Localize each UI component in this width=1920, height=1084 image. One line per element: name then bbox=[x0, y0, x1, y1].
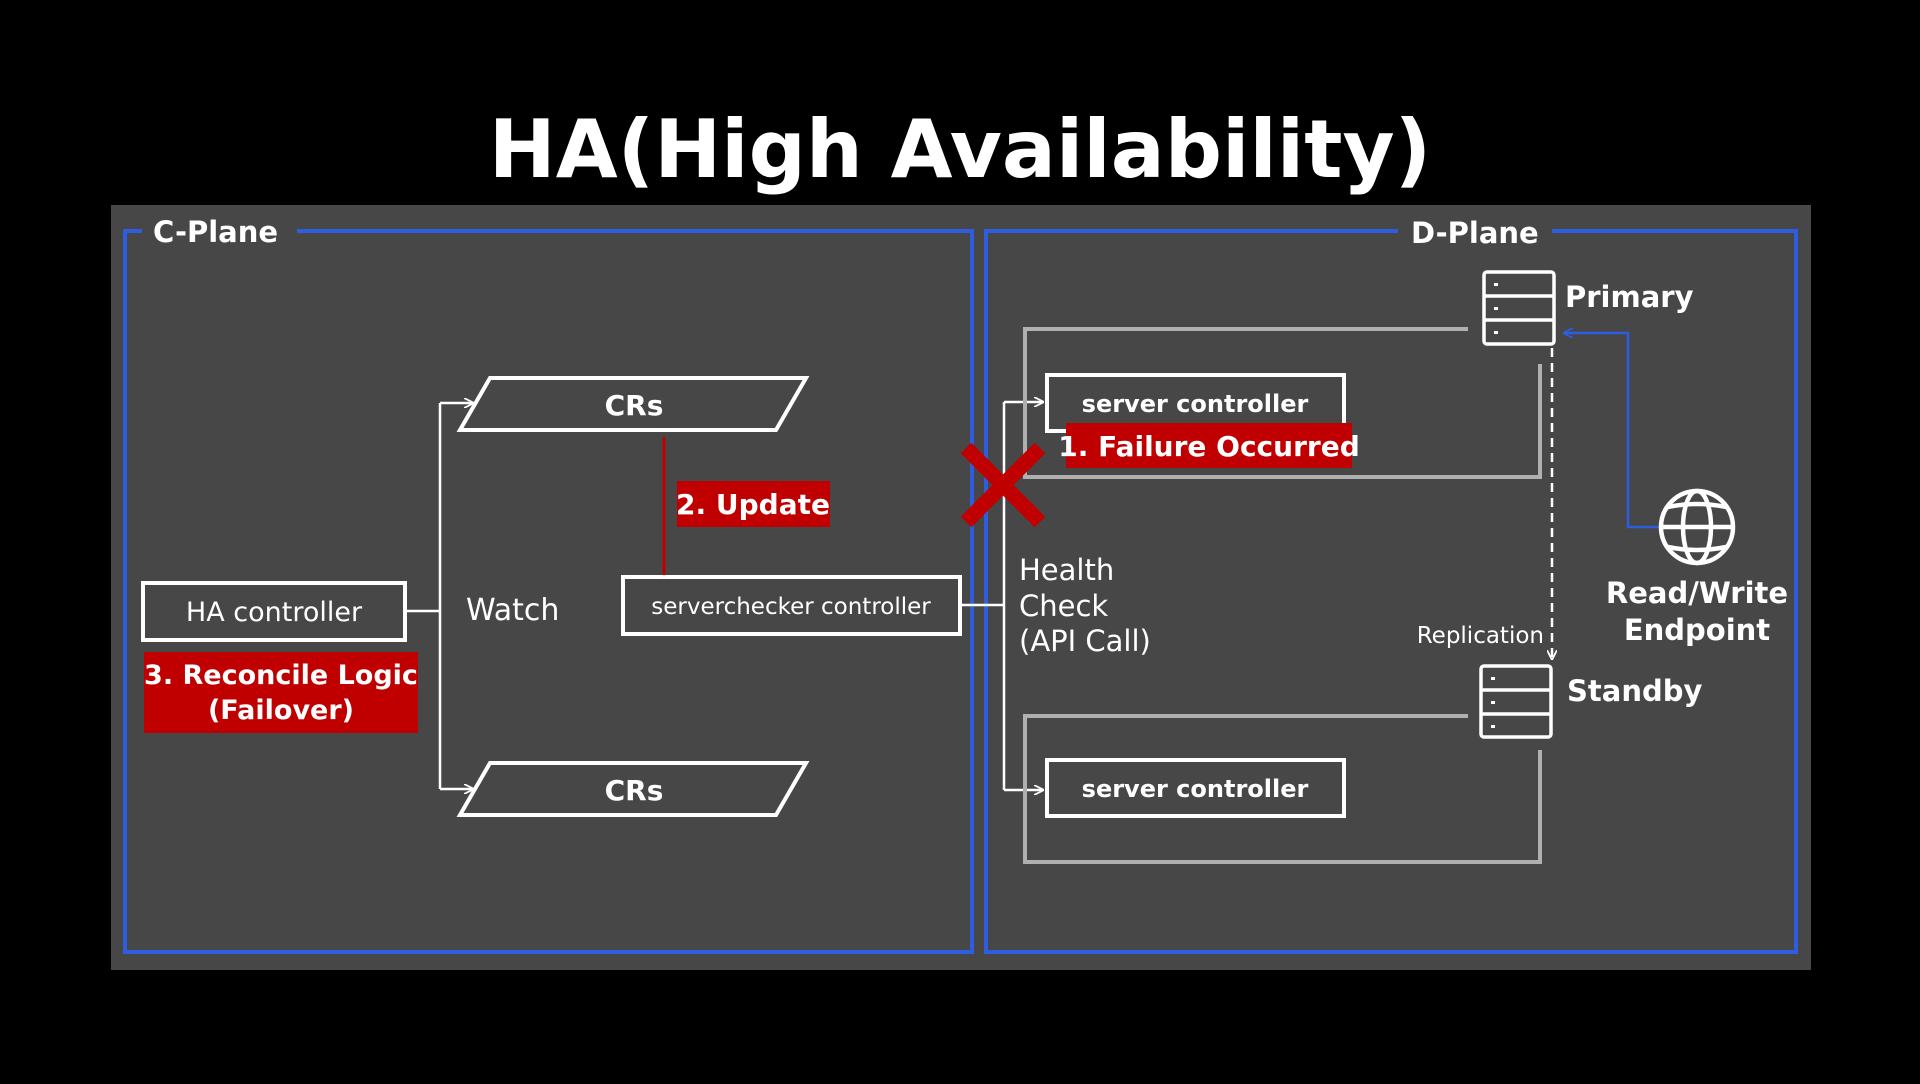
failure-occurred-label: 1. Failure Occurred bbox=[1058, 430, 1360, 463]
primary-server-icon bbox=[1482, 270, 1556, 346]
server-controller-bottom-label: server controller bbox=[1082, 775, 1309, 803]
d-plane-label: D-Plane bbox=[1411, 216, 1539, 250]
update-badge: 2. Update bbox=[676, 481, 830, 527]
update-badge-label: 2. Update bbox=[676, 488, 830, 521]
watch-label: Watch bbox=[466, 593, 559, 628]
health-check-line1: Health bbox=[1019, 553, 1114, 587]
ha-controller-label: HA controller bbox=[186, 597, 363, 628]
replication-label: Replication bbox=[1417, 623, 1544, 649]
ha-controller-box: HA controller bbox=[141, 581, 407, 642]
crs-bottom-shape: CRs bbox=[456, 761, 810, 817]
endpoint-line2: Endpoint bbox=[1624, 613, 1770, 647]
crs-bottom-label: CRs bbox=[605, 774, 664, 807]
c-plane-frame: C-Plane bbox=[123, 215, 974, 954]
d-plane-frame: D-Plane bbox=[984, 216, 1798, 954]
endpoint-connector bbox=[1564, 333, 1660, 529]
reconcile-logic-badge: 3. Reconcile Logic (Failover) bbox=[144, 652, 418, 733]
standby-label: Standby bbox=[1567, 674, 1702, 708]
standby-gray-loop bbox=[1023, 714, 1542, 864]
server-controller-bottom-box: server controller bbox=[1045, 758, 1346, 818]
watch-connectors bbox=[405, 403, 473, 789]
reconcile-logic-line1: 3. Reconcile Logic bbox=[144, 660, 418, 691]
serverchecker-controller-label: serverchecker controller bbox=[651, 594, 931, 620]
crs-top-shape: CRs bbox=[456, 376, 810, 432]
health-check-line2: Check bbox=[1019, 589, 1108, 623]
c-plane-label: C-Plane bbox=[153, 215, 278, 249]
page-title: HA(High Availability) bbox=[489, 103, 1431, 196]
endpoint-line1: Read/Write bbox=[1606, 576, 1788, 610]
server-controller-top-label: server controller bbox=[1082, 390, 1309, 418]
health-check-label: Health Check (API Call) bbox=[1019, 553, 1151, 658]
server-controller-top-box: server controller bbox=[1045, 373, 1346, 433]
failure-occurred-badge: 1. Failure Occurred bbox=[1058, 423, 1360, 468]
primary-label: Primary bbox=[1565, 280, 1694, 314]
health-check-line3: (API Call) bbox=[1019, 624, 1151, 658]
reconcile-logic-line2: (Failover) bbox=[208, 695, 354, 726]
primary-gray-loop bbox=[1023, 327, 1542, 479]
globe-icon bbox=[1658, 488, 1736, 566]
crs-top-label: CRs bbox=[605, 389, 664, 422]
standby-server-icon bbox=[1479, 664, 1553, 739]
cross-x-icon bbox=[960, 442, 1046, 528]
